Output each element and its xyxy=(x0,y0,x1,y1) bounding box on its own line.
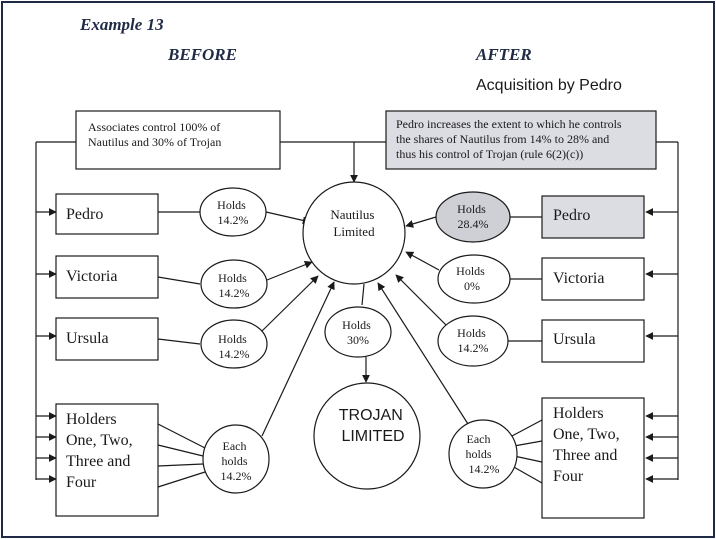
after-note-box xyxy=(385,110,657,170)
before-victoria-line xyxy=(157,276,201,285)
after-holders-to-nautilus xyxy=(377,282,469,425)
after-victoria-label: Victoria xyxy=(553,270,604,287)
before-ursula-label: Ursula xyxy=(66,330,109,347)
before-victoria-label: Victoria xyxy=(66,268,117,285)
after-pedro-box xyxy=(541,195,645,239)
before-holders-line-1 xyxy=(157,423,206,449)
before-holders-label: Holders One, Two, Three and Four xyxy=(66,411,137,491)
before-pedro-label: Pedro xyxy=(66,206,103,223)
before-victoria-holding: Holds 14.2% xyxy=(218,271,250,300)
after-holders-holding: Each holds 14.2% xyxy=(465,432,499,476)
after-holders-line-3 xyxy=(513,455,543,463)
after-ursula-box xyxy=(541,319,645,363)
before-victoria-to-nautilus xyxy=(266,260,313,281)
after-victoria-to-nautilus xyxy=(405,251,440,271)
before-ursula-holding-ellipse xyxy=(200,319,268,369)
after-holders-line-4 xyxy=(511,465,543,484)
before-holders-to-nautilus xyxy=(261,281,335,437)
after-holders-label: Holders One, Two, Three and Four xyxy=(553,405,624,485)
after-holders-box xyxy=(541,397,645,519)
after-note-text: Pedro increases the extent to which he c… xyxy=(396,117,625,161)
before-holders-box xyxy=(55,403,159,517)
before-ursula-to-nautilus xyxy=(261,275,319,332)
after-ursula-label: Ursula xyxy=(553,331,596,348)
after-holders-holding-ellipse xyxy=(448,419,518,489)
after-ursula-holding-ellipse xyxy=(437,315,509,367)
before-note-box xyxy=(75,110,281,170)
after-heading: AFTER xyxy=(475,45,532,64)
after-holders-line-2 xyxy=(513,440,543,447)
before-ursula-line xyxy=(157,338,201,345)
after-pedro-to-nautilus xyxy=(405,216,437,228)
before-ursula-holding: Holds 14.2% xyxy=(218,332,250,361)
before-holders-line-2 xyxy=(157,444,204,457)
before-pedro-holding: Holds 14.2% xyxy=(217,198,249,227)
nautilus-to-trojan-top xyxy=(361,283,365,306)
trojan-circle xyxy=(313,382,421,490)
nautilus-holding: Holds 30% xyxy=(342,318,374,347)
before-pedro-holding-ellipse xyxy=(199,187,267,237)
after-victoria-box xyxy=(541,257,645,301)
before-ursula-box xyxy=(55,317,159,361)
nautilus-holding-ellipse xyxy=(324,306,392,358)
after-pedro-holding: Holds 28.4% xyxy=(457,202,489,231)
after-pedro-label: Pedro xyxy=(553,207,590,224)
before-heading: BEFORE xyxy=(167,45,237,64)
after-ursula-to-nautilus xyxy=(395,274,447,326)
before-note-text: Associates control 100% of Nautilus and … xyxy=(88,120,223,149)
before-holders-line-3 xyxy=(157,463,204,467)
after-holders-line-1 xyxy=(511,419,543,437)
before-pedro-box xyxy=(55,193,159,235)
before-victoria-box xyxy=(55,255,159,299)
nautilus-circle xyxy=(302,181,406,285)
nautilus-label: Nautilus Limited xyxy=(330,207,377,239)
before-victoria-holding-ellipse xyxy=(200,259,268,309)
trojan-label: TROJAN LIMITED xyxy=(339,407,407,445)
before-pedro-to-nautilus xyxy=(265,211,311,225)
before-holders-holding: Each holds 14.2% xyxy=(221,439,252,483)
example-title: Example 13 xyxy=(79,15,164,34)
after-victoria-holding: Holds 0% xyxy=(456,264,488,293)
after-victoria-holding-ellipse xyxy=(437,254,511,304)
after-ursula-holding: Holds 14.2% xyxy=(457,326,489,355)
before-holders-holding-ellipse xyxy=(202,424,270,494)
after-subtitle: Acquisition by Pedro xyxy=(476,77,622,94)
before-holders-line-4 xyxy=(157,471,206,488)
